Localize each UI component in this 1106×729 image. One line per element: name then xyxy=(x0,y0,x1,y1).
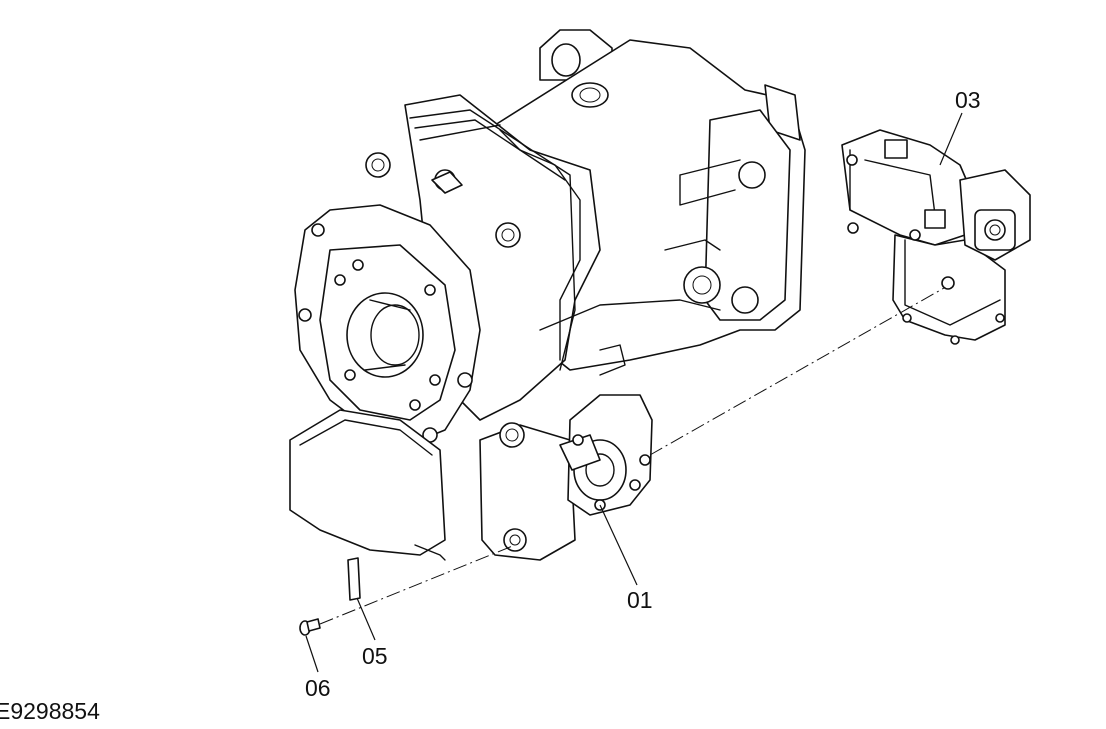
valve-block-part-03 xyxy=(841,129,1031,345)
callout-01: 01 xyxy=(627,587,653,613)
pump-assembly-part-01 xyxy=(289,29,806,561)
plate-part-05 xyxy=(347,557,361,601)
figure-id: E9298854 xyxy=(0,698,100,724)
leader-lines xyxy=(305,112,963,673)
callout-05: 05 xyxy=(362,643,388,669)
screw-part-06 xyxy=(299,618,321,636)
assembly-centerlines xyxy=(319,287,945,625)
callout-06: 06 xyxy=(305,675,331,701)
callout-03: 03 xyxy=(955,87,981,113)
